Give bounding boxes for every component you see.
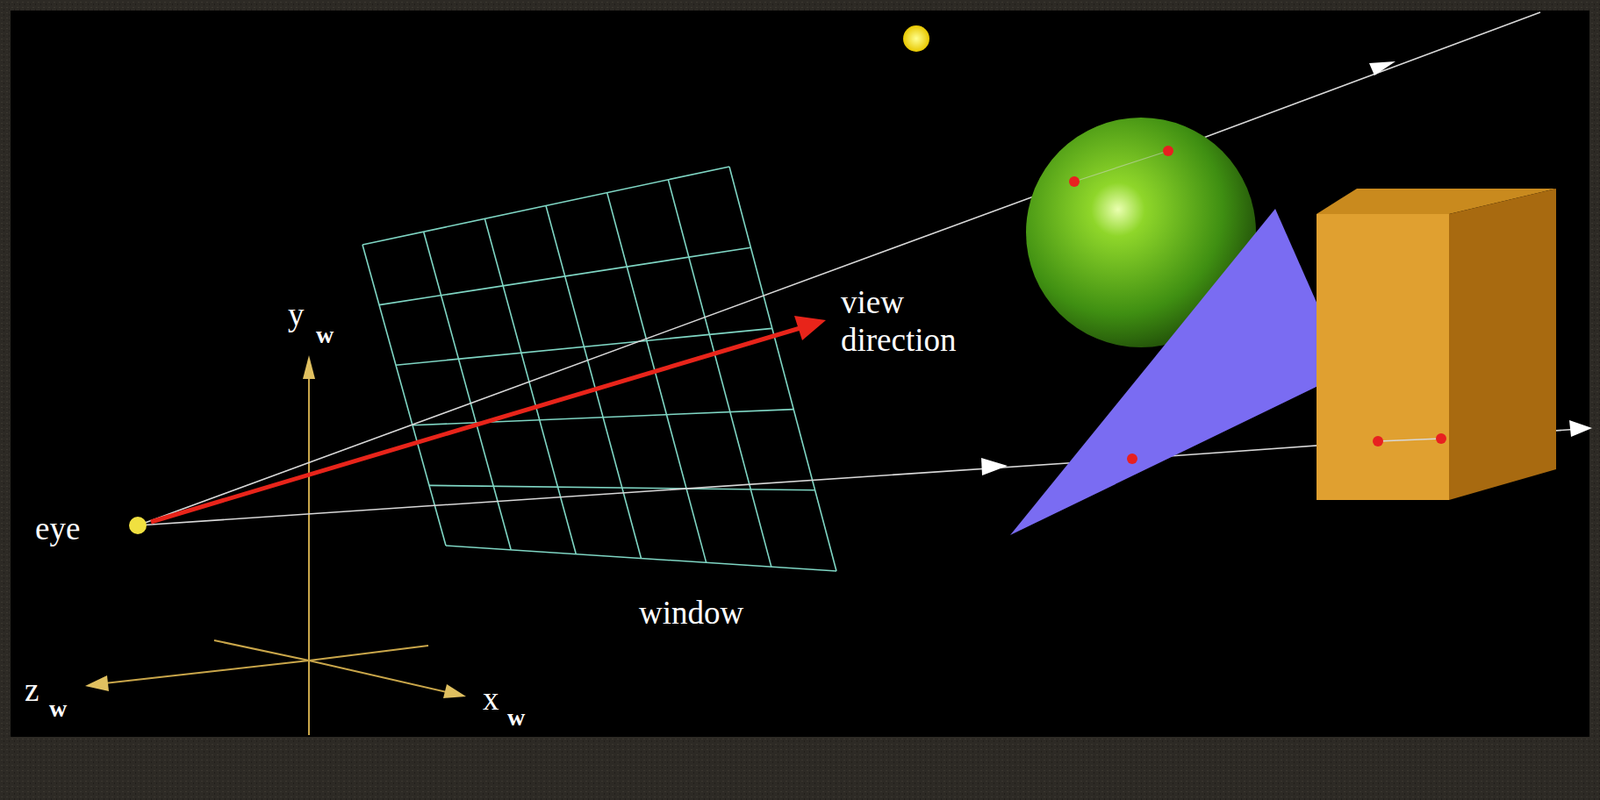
grid-line (729, 166, 837, 572)
window-label: window (638, 595, 744, 633)
grid-line (445, 545, 837, 572)
view-direction-label: view direction (840, 284, 1017, 359)
hit-points (1069, 145, 1447, 465)
eye-label: eye (35, 510, 80, 549)
blue-triangle (1010, 208, 1348, 536)
grid-line (667, 179, 772, 567)
grid-line (379, 247, 751, 305)
axis-subscript: w (507, 703, 525, 732)
axis-label: y (287, 296, 305, 335)
rays (137, 12, 1593, 526)
grid-line (362, 244, 446, 546)
view-direction-arrow (150, 315, 826, 523)
axis-subscript: w (315, 321, 334, 350)
eye-point (129, 516, 147, 535)
black-ground (10, 10, 1590, 738)
grid-line (429, 485, 816, 490)
grid-line (362, 166, 730, 245)
axis-subscript: w (49, 695, 67, 724)
axis-label: x (482, 681, 500, 719)
grid-line (607, 193, 707, 564)
grid-line (412, 409, 794, 426)
grid-line (395, 328, 773, 366)
grid-line (423, 231, 512, 551)
light-source (903, 25, 930, 52)
axis-label: z (24, 672, 39, 711)
orange-box (1316, 188, 1557, 501)
window-grid (362, 166, 837, 572)
